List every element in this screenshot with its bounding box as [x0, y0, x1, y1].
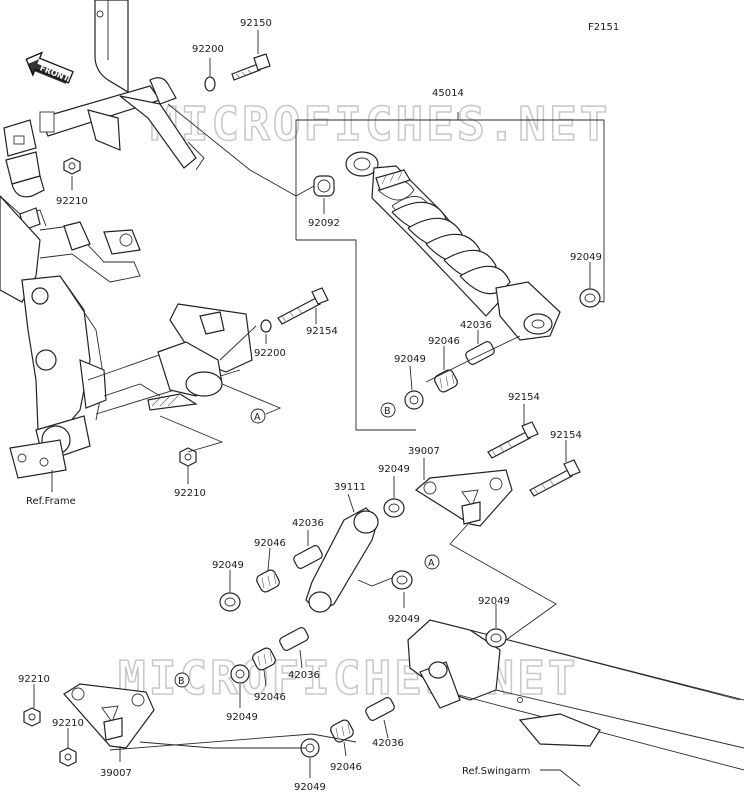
part-label-92046-rod: 92046 [254, 538, 286, 549]
part-label-92046-shock: 92046 [428, 336, 460, 347]
part-label-92150: 92150 [240, 18, 272, 29]
part-label-92049-39007: 92049 [378, 464, 410, 475]
figure-code: F2151 [588, 22, 619, 33]
part-label-42036-rod: 42036 [292, 518, 324, 529]
ref-frame-label: Ref.Frame [26, 496, 76, 507]
part-label-92049-shock-b: 92049 [394, 354, 426, 365]
sleeve-42036-shock [465, 341, 495, 365]
part-label-92210-low2: 92210 [52, 718, 84, 729]
part-label-42036-bot: 42036 [372, 738, 404, 749]
ref-swingarm-label: Ref.Swingarm [462, 766, 530, 777]
seal-92049-39007 [383, 498, 405, 518]
part-label-92049-bot: 92049 [294, 782, 326, 793]
callout-b-upper: B [380, 402, 396, 418]
part-label-39111: 39111 [334, 482, 366, 493]
frame-illustration [0, 0, 253, 479]
svg-text:B: B [178, 676, 185, 687]
bearing-92046-bot [330, 719, 354, 743]
seal-92049-rod-a [391, 570, 413, 590]
callout-b-lower: B [174, 672, 190, 688]
part-label-92210-low1: 92210 [18, 674, 50, 685]
callout-a-lower: A [424, 554, 440, 570]
nut-92210-top [63, 157, 81, 175]
part-label-92200-mid: 92200 [254, 348, 286, 359]
bearing-92046-rod [256, 569, 280, 593]
part-label-92046-low: 92046 [254, 692, 286, 703]
part-label-39007-top: 39007 [408, 446, 440, 457]
part-label-92046-bot: 92046 [330, 762, 362, 773]
callout-a-upper: A [250, 408, 266, 424]
nut-92210-mid [179, 447, 197, 467]
bearing-92046-shock [434, 369, 458, 393]
watermark-top: MICROFICHES.NET [150, 97, 610, 151]
shock-absorber-45014 [345, 151, 561, 341]
seal-92049-swingarm [485, 628, 507, 648]
part-label-92200-top: 92200 [192, 44, 224, 55]
part-label-92049-rod-left: 92049 [212, 560, 244, 571]
part-label-92049-swingarm: 92049 [478, 596, 510, 607]
part-label-92049-low: 92049 [226, 712, 258, 723]
bolt-92154-r2 [529, 459, 581, 497]
part-label-42036-low: 42036 [288, 670, 320, 681]
leader-lines [33, 30, 591, 787]
seal-92049-shock-b [404, 390, 424, 410]
sleeve-42036-bot [365, 697, 395, 721]
part-label-92154-r1: 92154 [508, 392, 540, 403]
svg-text:A: A [254, 412, 261, 423]
washer-92200-top [204, 76, 216, 92]
part-label-92049-shock: 92049 [570, 252, 602, 263]
nut-92210-low1 [23, 707, 41, 727]
bolt-92154-r1 [487, 421, 539, 459]
seal-92049-rod-left [219, 592, 241, 612]
svg-text:B: B [384, 406, 391, 417]
plate-39007-top [414, 469, 513, 527]
part-label-45014: 45014 [432, 88, 464, 99]
rod-39111 [305, 507, 379, 613]
sleeve-42036-low [279, 627, 309, 651]
part-label-39007-low: 39007 [100, 768, 132, 779]
part-label-92154-mid: 92154 [306, 326, 338, 337]
part-label-92210-top: 92210 [56, 196, 88, 207]
svg-text:A: A [428, 558, 435, 569]
washer-92200-mid [260, 319, 272, 333]
sleeve-42036-rod [293, 545, 323, 569]
part-label-92154-r2: 92154 [550, 430, 582, 441]
part-label-92210-mid: 92210 [174, 488, 206, 499]
seal-92049-shock [579, 288, 601, 308]
part-label-42036-shock: 42036 [460, 320, 492, 331]
bearing-92046-low [252, 647, 276, 671]
bolt-92150 [231, 53, 271, 81]
bushing-92092 [313, 175, 335, 197]
part-label-92092: 92092 [308, 218, 340, 229]
part-label-92049-rod-a: 92049 [388, 614, 420, 625]
front-arrow-icon: FRONT [25, 51, 74, 84]
swingarm-illustration [407, 619, 744, 771]
watermark-bottom: MICROFICHES.NET [118, 651, 578, 705]
bolt-92154-mid [277, 287, 329, 325]
seal-92049-low [230, 664, 250, 684]
nut-92210-low2 [59, 747, 77, 767]
plate-39007-low [63, 683, 155, 749]
